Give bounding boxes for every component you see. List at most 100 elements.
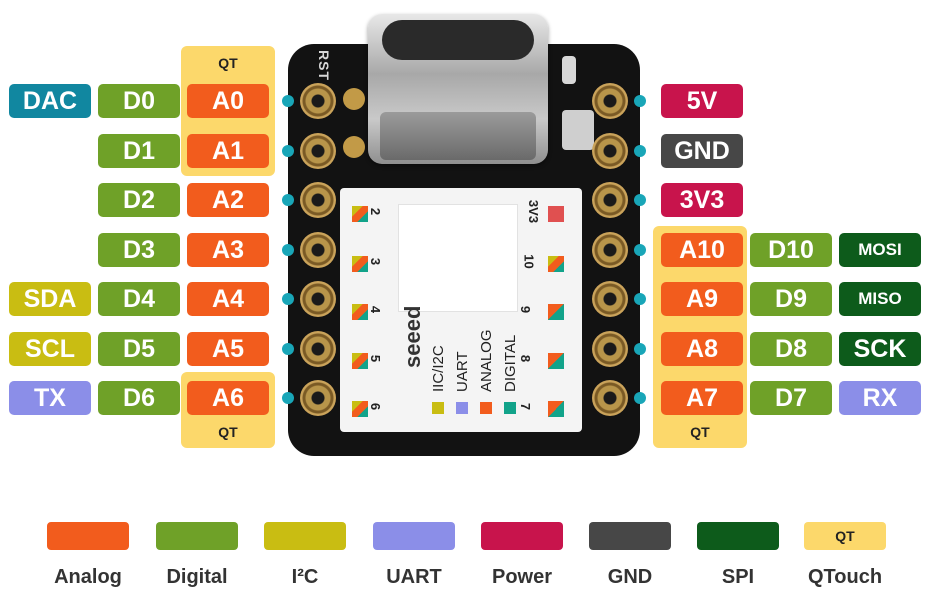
header-pad-right [592,133,628,169]
module-chip [398,204,518,312]
module-pin-number: 8 [518,354,534,363]
module-pad-multicolor [548,304,564,320]
uart-pin-label: TX [9,381,91,415]
module-pin-number: 2 [368,207,384,216]
legend-label-analog: Analog [54,566,122,588]
module-pad-multicolor [548,256,564,272]
analog-pin-label: A2 [187,183,269,217]
analog-pin-label: A0 [187,84,269,118]
board-small-pad [343,88,365,110]
analog-pin-label: A6 [187,381,269,415]
legend-label-uart: UART [386,566,442,588]
qt-label-bottom-left: QT [218,424,238,440]
header-pad-right [592,380,628,416]
digital-pin-label: D1 [98,134,180,168]
analog-pin-label: A1 [187,134,269,168]
legend-label-gnd: GND [607,566,653,588]
module-pin-number: 7 [518,402,534,411]
pin-connector-dot [634,244,646,256]
digital-pin-label: D6 [98,381,180,415]
analog-pin-label: A4 [187,282,269,316]
pin-connector-dot [282,343,294,355]
header-pad-right [592,182,628,218]
module-pin-number: 4 [368,305,384,314]
qt-label-bottom-right: QT [690,424,710,440]
digital-pin-label: D8 [750,332,832,366]
pin-connector-dot [282,392,294,404]
legend-label-i2c: I²C [291,566,319,588]
module-legend-swatch [504,402,516,414]
module-pin-number: 6 [368,402,384,411]
module-shield [340,188,582,432]
legend-swatch-spi [697,522,779,550]
header-pad-right [592,331,628,367]
module-legend-swatch [432,402,444,414]
analog-pin-label: A7 [661,381,743,415]
module-legend-label: IIC/I2C [430,345,447,392]
legend-swatch-gnd [589,522,671,550]
legend-label-qtouch: QTouch [807,566,883,588]
spi-pin-label: MISO [839,282,921,316]
header-pad-left [300,380,336,416]
power-pin-label: 5V [661,84,743,118]
module-pad-multicolor [352,401,368,417]
board-small-pad [562,110,594,150]
header-pad-right [592,281,628,317]
module-pad-multicolor [548,401,564,417]
digital-pin-label: D7 [750,381,832,415]
module-pin-number: 3 [368,257,384,266]
module-pin-number: 5 [368,354,384,363]
board-small-pad [343,136,365,158]
legend-swatch-digital [156,522,238,550]
i2c-pin-label: SDA [9,282,91,316]
header-pad-left [300,281,336,317]
module-pad-multicolor [352,353,368,369]
analog-pin-label: A8 [661,332,743,366]
module-legend-label: DIGITAL [502,334,519,392]
module-legend-swatch [480,402,492,414]
module-pin-number: 3V3 [526,199,542,224]
digital-pin-label: D9 [750,282,832,316]
seeed-logo: seeed [400,305,425,368]
module-pin-number: 9 [518,305,534,314]
i2c-pin-label: SCL [9,332,91,366]
legend-label-spi: SPI [721,566,755,588]
legend-label-digital: Digital [166,566,228,588]
module-pin-number: 10 [521,254,537,269]
legend-swatch-i2c [264,522,346,550]
analog-pin-label: A9 [661,282,743,316]
header-pad-left [300,83,336,119]
digital-pin-label: D2 [98,183,180,217]
gnd-pin-label: GND [661,134,743,168]
spi-pin-label: MOSI [839,233,921,267]
digital-pin-label: D4 [98,282,180,316]
dac-pin-label: DAC [9,84,91,118]
header-pad-left [300,133,336,169]
pin-connector-dot [282,95,294,107]
digital-pin-label: D5 [98,332,180,366]
header-pad-right [592,83,628,119]
power-pin-label: 3V3 [661,183,743,217]
usb-c-port [382,20,534,60]
module-pad-multicolor [548,206,564,222]
legend-swatch-analog [47,522,129,550]
digital-pin-label: D0 [98,84,180,118]
legend-swatch-power [481,522,563,550]
usb-c-shield [380,112,536,160]
legend-swatch-qtouch: QT [804,522,886,550]
module-legend-label: ANALOG [478,329,495,392]
digital-pin-label: D10 [750,233,832,267]
module-legend-swatch [456,402,468,414]
pin-connector-dot [634,343,646,355]
spi-pin-label: SCK [839,332,921,366]
analog-pin-label: A10 [661,233,743,267]
pin-connector-dot [634,194,646,206]
header-pad-left [300,331,336,367]
analog-pin-label: A5 [187,332,269,366]
pin-connector-dot [282,244,294,256]
board-small-pad [562,56,576,84]
pin-connector-dot [282,293,294,305]
header-pad-left [300,182,336,218]
pin-connector-dot [634,392,646,404]
